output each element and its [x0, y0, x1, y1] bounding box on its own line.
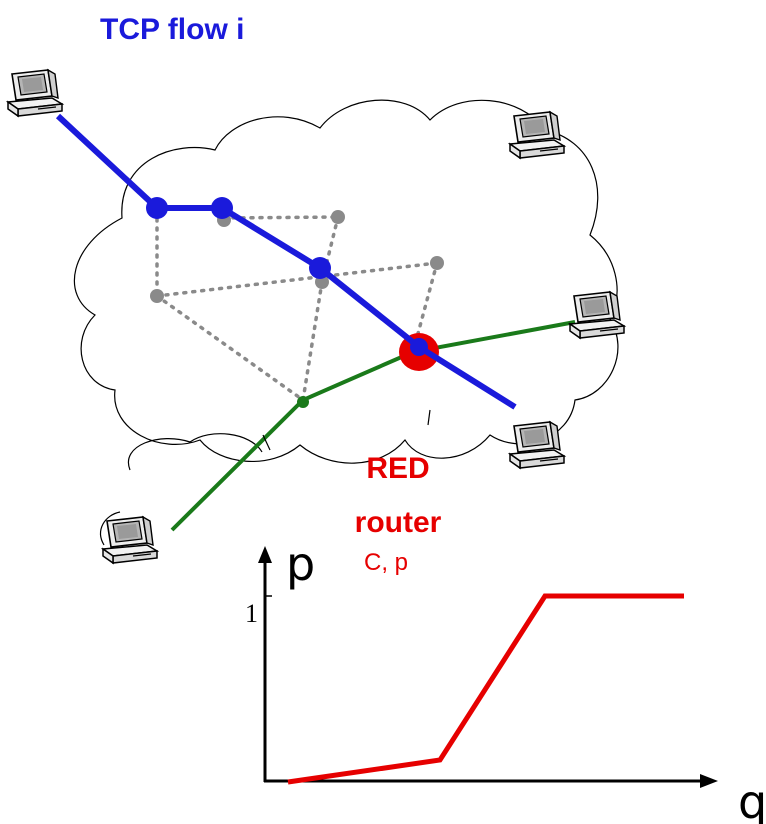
- router-params: C, p: [364, 549, 408, 576]
- computer-icon: [102, 516, 158, 564]
- y-axis-label: p: [286, 537, 315, 591]
- drop-probability-plot: p q 1: [245, 537, 766, 824]
- network-mesh: [155, 208, 439, 402]
- computer-icon: [569, 291, 625, 339]
- computer-icon: [509, 421, 565, 469]
- tcp-flow-path: [55, 113, 517, 410]
- computer-icon: [509, 111, 565, 159]
- router-label-2: router: [355, 506, 442, 539]
- competing-flow-path: [170, 320, 576, 532]
- tcp-flow-nodes: [146, 197, 428, 356]
- router-label: RED: [366, 452, 429, 485]
- computer-icon: [7, 69, 63, 117]
- network-cloud: [73, 99, 619, 546]
- x-axis-label: q: [738, 775, 766, 824]
- green-node: [297, 396, 309, 408]
- y-tick-label: 1: [245, 599, 258, 628]
- diagram-title: TCP flow i: [100, 13, 244, 46]
- cloud-ticks: [262, 409, 431, 451]
- y-axis-arrow: [258, 546, 272, 563]
- x-axis-arrow: [700, 774, 718, 788]
- red-drop-curve: [287, 593, 684, 785]
